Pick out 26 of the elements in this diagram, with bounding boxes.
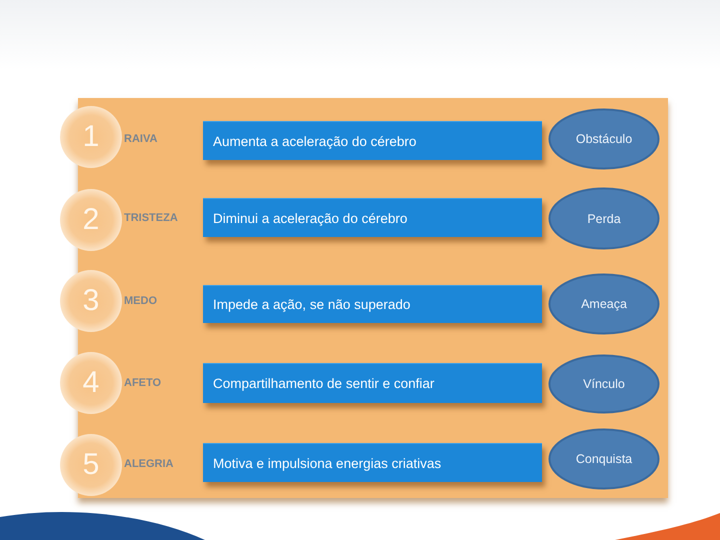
trigger-text: Vínculo bbox=[583, 377, 625, 391]
step-number: 1 bbox=[82, 120, 100, 154]
description-text: Aumenta a aceleração do cérebro bbox=[213, 134, 416, 148]
emotion-label: AFETO bbox=[124, 377, 162, 389]
step-number: 4 bbox=[82, 366, 100, 400]
trigger-text: Perda bbox=[587, 212, 621, 226]
description-text: Compartilhamento de sentir e confiar bbox=[213, 376, 434, 391]
trigger-text: Obstáculo bbox=[576, 132, 632, 146]
panel bbox=[78, 98, 668, 498]
emotion-label: RAIVA bbox=[124, 133, 158, 145]
emotion-label: ALEGRIA bbox=[124, 458, 174, 470]
step-number: 2 bbox=[82, 203, 100, 237]
trigger-text: Ameaça bbox=[581, 297, 627, 311]
description-box bbox=[203, 285, 542, 323]
description-text: Impede a ação, se não superado bbox=[213, 297, 410, 312]
description-box bbox=[203, 198, 542, 237]
emotion-label: MEDO bbox=[124, 295, 157, 307]
description-box bbox=[203, 363, 542, 403]
step-number: 3 bbox=[82, 284, 100, 318]
emotion-label: TRISTEZA bbox=[124, 212, 178, 224]
description-text: Motiva e impulsiona energias criativas bbox=[213, 456, 442, 470]
description-text: Diminui a aceleração do cérebro bbox=[213, 210, 408, 226]
step-number: 5 bbox=[82, 448, 100, 482]
description-box bbox=[203, 121, 542, 160]
trigger-text: Conquista bbox=[576, 452, 632, 466]
description-box bbox=[203, 443, 542, 482]
